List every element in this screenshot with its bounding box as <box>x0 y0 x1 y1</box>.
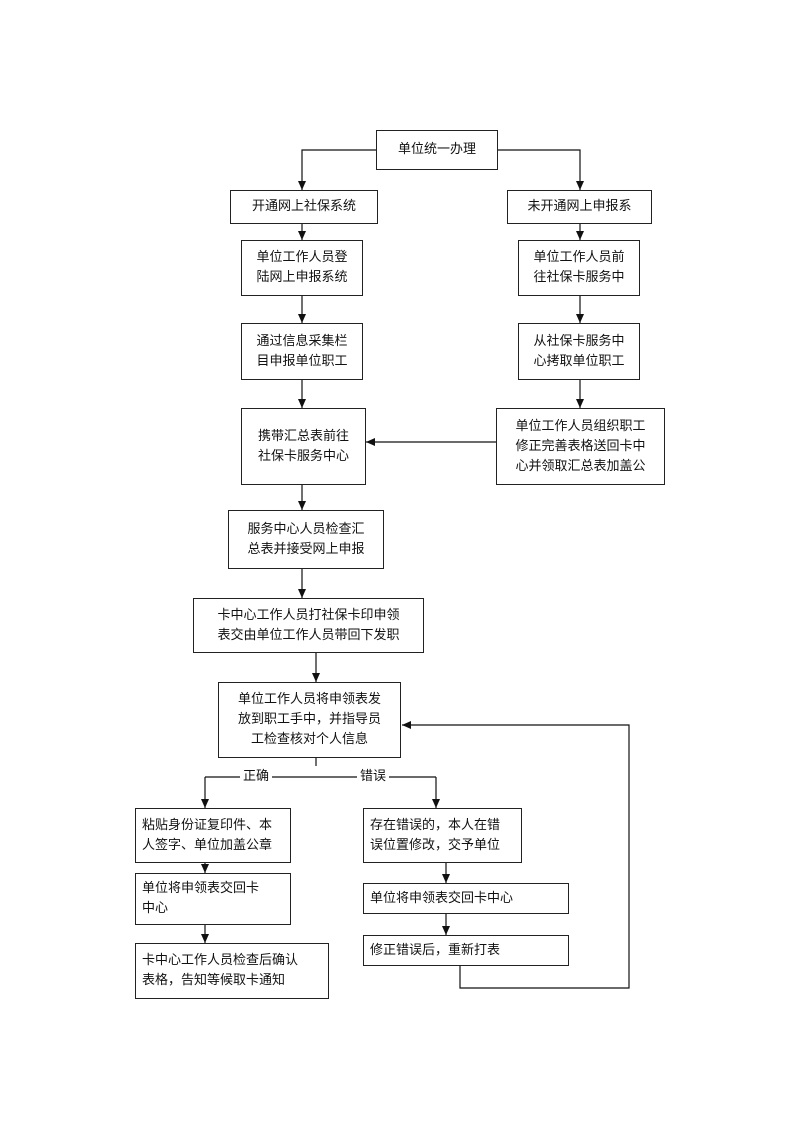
carry-summary-node: 携带汇总表前往 社保卡服务中心 <box>241 408 366 485</box>
start-node: 单位统一办理 <box>376 130 498 170</box>
offline-copy-node: 从社保卡服务中 心拷取单位职工 <box>518 323 640 380</box>
print-form-node: 卡中心工作人员打社保卡印申领 表交由单位工作人员带回下发职 <box>193 598 424 653</box>
arrow-reprint-loop-back <box>402 721 630 989</box>
correct-label: 正确 <box>240 769 273 785</box>
online-login-node: 单位工作人员登 陆网上申报系统 <box>241 240 363 296</box>
error-return-node: 单位将申领表交回卡中心 <box>363 883 569 914</box>
offline-correct-node: 单位工作人员组织职工 修正完善表格送回卡中 心并领取汇总表加盖公 <box>496 408 665 485</box>
distribute-node: 单位工作人员将申领表发 放到职工手中，并指导员 工检查核对个人信息 <box>218 682 401 758</box>
error-reprint-node: 修正错误后，重新打表 <box>363 935 569 966</box>
arrow-start-to-online <box>298 149 376 190</box>
online-system-node: 开通网上社保系统 <box>230 190 378 224</box>
correct-confirm-node: 卡中心工作人员检查后确认 表格，告知等候取卡通知 <box>135 943 329 999</box>
arrow-start-to-offline <box>498 149 584 190</box>
offline-system-node: 未开通网上申报系 <box>507 190 652 224</box>
correct-return-node: 单位将申领表交回卡 中心 <box>135 873 291 925</box>
offline-go-node: 单位工作人员前 往社保卡服务中 <box>518 240 640 296</box>
online-collect-node: 通过信息采集栏 目申报单位职工 <box>241 323 363 380</box>
check-summary-node: 服务中心人员检查汇 总表并接受网上申报 <box>228 510 384 569</box>
correct-paste-node: 粘贴身份证复印件、本 人签字、单位加盖公章 <box>135 808 291 863</box>
error-modify-node: 存在错误的，本人在错 误位置修改，交予单位 <box>363 808 522 863</box>
error-label: 错误 <box>357 769 390 785</box>
